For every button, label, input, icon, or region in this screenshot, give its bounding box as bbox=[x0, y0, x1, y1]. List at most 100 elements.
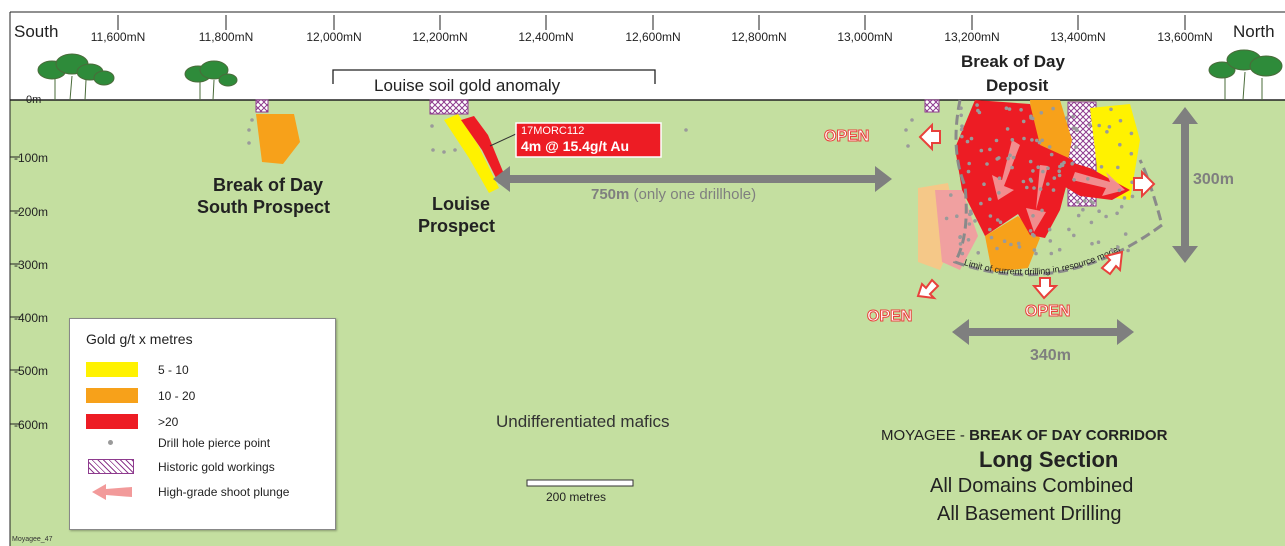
drill-pierce-point bbox=[1107, 125, 1112, 129]
drill-pierce-point bbox=[1051, 188, 1056, 192]
drill-pierce-point bbox=[1051, 106, 1055, 111]
anomaly-bracket bbox=[332, 69, 656, 84]
louise-red-zone bbox=[461, 116, 504, 184]
drill-pierce-point bbox=[1028, 229, 1033, 233]
drill-pierce-point bbox=[1118, 142, 1122, 147]
drill-pierce-point bbox=[1067, 227, 1071, 232]
drill-pierce-point bbox=[994, 138, 999, 143]
drill-pierce-point bbox=[1040, 208, 1044, 213]
easting-label: 12,200mN bbox=[412, 30, 468, 44]
easting-label: 12,600mN bbox=[625, 30, 681, 44]
drill-pierce-point bbox=[247, 141, 251, 145]
drill-pierce-point bbox=[988, 214, 993, 218]
drill-pierce-point bbox=[949, 193, 953, 197]
drill-pierce-point bbox=[1049, 251, 1054, 256]
drill-pierce-point bbox=[1029, 116, 1033, 120]
drill-pierce-point bbox=[1011, 155, 1016, 160]
easting-label: 13,600mN bbox=[1157, 30, 1213, 44]
title-line2: Long Section bbox=[979, 447, 1119, 472]
drill-pierce-point bbox=[1062, 160, 1066, 165]
drill-pierce-point bbox=[1090, 241, 1094, 246]
south-label: South bbox=[14, 22, 59, 41]
title-corridor: BREAK OF DAY CORRIDOR bbox=[969, 427, 1168, 444]
dimension-340-label: 340m bbox=[1030, 347, 1071, 364]
drill-pierce-point bbox=[1075, 128, 1079, 133]
legend-label: 5 - 10 bbox=[158, 363, 189, 377]
drill-pierce-point bbox=[1099, 165, 1104, 169]
deposit-red-zone bbox=[955, 100, 1073, 238]
drilling-limit-line bbox=[952, 99, 1164, 277]
drill-pierce-point bbox=[431, 148, 435, 152]
easting-label: 13,000mN bbox=[837, 30, 893, 44]
drill-pierce-point bbox=[430, 124, 434, 128]
north-label: North bbox=[1233, 22, 1275, 41]
drill-pierce-point bbox=[1005, 127, 1010, 131]
drill-pierce-point bbox=[1031, 214, 1035, 218]
drill-pierce-point bbox=[960, 134, 964, 139]
easting-label: 12,400mN bbox=[518, 30, 574, 44]
drill-pierce-point bbox=[1047, 227, 1052, 232]
drill-pierce-point bbox=[1122, 196, 1127, 200]
drill-pierce-point bbox=[973, 219, 977, 223]
drill-pierce-point bbox=[1123, 232, 1128, 236]
historic-workings bbox=[255, 99, 269, 113]
drill-pierce-point bbox=[1049, 152, 1054, 157]
tree-icons bbox=[37, 49, 1283, 101]
drill-pierce-point bbox=[1105, 130, 1109, 134]
drill-pierce-point bbox=[1117, 188, 1122, 193]
drill-pierce-point bbox=[959, 113, 963, 118]
legend-swatch-gt20 bbox=[86, 414, 138, 429]
title-prefix: MOYAGEE - bbox=[881, 427, 970, 444]
dimension-300-label: 300m bbox=[1193, 171, 1234, 188]
historic-workings bbox=[924, 99, 940, 113]
drill-pierce-point bbox=[995, 246, 999, 251]
drill-pierce-point bbox=[1052, 176, 1057, 180]
drill-pierce-point bbox=[1086, 177, 1090, 181]
drill-pierce-point bbox=[1088, 199, 1093, 203]
drill-pierce-point bbox=[985, 162, 989, 166]
easting-label: 13,200mN bbox=[944, 30, 1000, 44]
drill-pierce-point bbox=[1072, 178, 1076, 182]
drill-pierce-point bbox=[1037, 140, 1042, 145]
drill-pierce-point bbox=[1115, 211, 1119, 216]
drill-pierce-point bbox=[1025, 185, 1029, 190]
drill-pierce-point bbox=[969, 136, 974, 141]
open-arrow-sw bbox=[916, 278, 940, 300]
drill-pierce-point bbox=[966, 169, 971, 174]
drill-pierce-point bbox=[1006, 156, 1010, 161]
plunge-arrow bbox=[1072, 172, 1125, 196]
drill-pierce-point bbox=[1070, 161, 1074, 166]
legend-label: >20 bbox=[158, 415, 179, 429]
drill-pierce-point bbox=[982, 182, 986, 186]
depth-label: -500m bbox=[14, 364, 49, 378]
drill-pierce-point bbox=[684, 128, 688, 132]
drill-pierce-point bbox=[995, 218, 1000, 222]
drill-pierce-point bbox=[1030, 138, 1034, 142]
drill-pierce-point bbox=[1008, 153, 1012, 158]
easting-ticks bbox=[117, 15, 1186, 30]
easting-label: 12,800mN bbox=[731, 30, 787, 44]
drill-pierce-point bbox=[1088, 123, 1092, 127]
open-arrow-down bbox=[1031, 277, 1059, 300]
footer-code: Moyagee_47 bbox=[12, 536, 53, 543]
drill-pierce-point bbox=[1074, 145, 1078, 149]
drill-pierce-point bbox=[1072, 233, 1076, 238]
easting-label: 11,800mN bbox=[198, 30, 254, 44]
drill-pierce-point bbox=[1057, 173, 1062, 178]
drill-pierce-point bbox=[1035, 138, 1039, 143]
legend-label: Drill hole pierce point bbox=[158, 436, 271, 450]
drill-pierce-point bbox=[997, 191, 1001, 195]
depth-label: 0m bbox=[26, 94, 42, 106]
open-label-west: OPEN bbox=[823, 128, 870, 146]
drill-pierce-point bbox=[1076, 200, 1080, 204]
drill-pierce-point bbox=[1040, 138, 1044, 143]
south-prospect-line2: South Prospect bbox=[197, 197, 331, 217]
south-prospect-orange-zone bbox=[256, 114, 300, 164]
drill-pierce-point bbox=[1021, 119, 1026, 124]
drill-pierce-point bbox=[976, 251, 980, 255]
drill-pierce-point bbox=[1097, 123, 1101, 128]
drill-pierce-point bbox=[998, 220, 1003, 224]
drill-pierce-point bbox=[1031, 169, 1035, 173]
title-line3: All Domains Combined bbox=[930, 475, 1134, 497]
drill-points-group bbox=[247, 103, 1137, 256]
